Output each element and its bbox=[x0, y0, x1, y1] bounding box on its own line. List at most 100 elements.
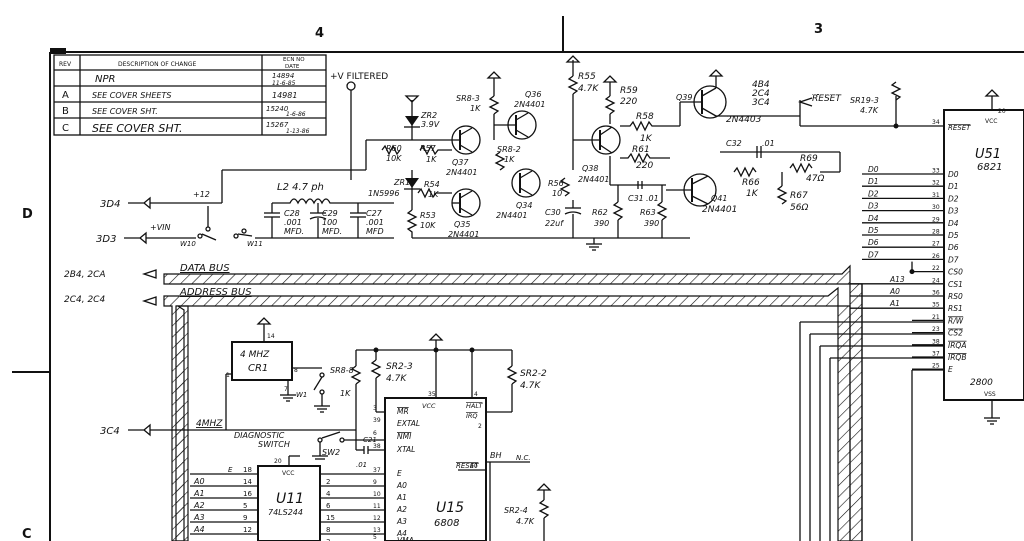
rev-row-rev: C bbox=[62, 123, 69, 134]
u51-pin-number: 21 bbox=[932, 314, 940, 321]
pullup-network: SR8-8 1K SR2-3 4.7K SR2-2 4.7K bbox=[330, 333, 547, 430]
u15-pin-label: A1 bbox=[396, 493, 407, 502]
zr1-label: ZR1 bbox=[393, 178, 410, 187]
u51-net-label: D0 bbox=[868, 165, 879, 174]
reset-arrow bbox=[797, 97, 813, 107]
u51-pin-label: D0 bbox=[948, 170, 959, 179]
r55-label: R55 bbox=[578, 72, 596, 82]
r55-value: 4.7K bbox=[578, 84, 599, 94]
c29-label: C29 bbox=[322, 209, 338, 218]
c21-value: .01 bbox=[356, 461, 367, 469]
rev-row-ecn: 14894 bbox=[272, 72, 294, 80]
resistor-sr8-8 bbox=[350, 365, 362, 385]
zone-frame: 4 3 D C bbox=[12, 16, 1024, 541]
u15-pin-number: 9 bbox=[373, 479, 377, 486]
clock-net-label: 4MHZ bbox=[196, 419, 223, 429]
u51-pin-label: D2 bbox=[948, 194, 959, 203]
connector-2b4-label: 2B4, 2CA bbox=[64, 270, 106, 280]
sr8-8-label: SR8-8 bbox=[330, 366, 354, 375]
transistor-q34 bbox=[511, 168, 541, 198]
u11-pin-number: 6 bbox=[326, 502, 331, 510]
u51-vcc-pin: 20 bbox=[998, 108, 1006, 115]
crystal-freq: 4 MHZ bbox=[240, 350, 270, 360]
q37-part: 2N4401 bbox=[446, 168, 477, 177]
rev-row-desc: SEE COVER SHEETS bbox=[92, 91, 171, 100]
q38-part: 2N4401 bbox=[578, 175, 609, 184]
u51-pin-number: 38 bbox=[932, 338, 940, 345]
resistor-r60 bbox=[381, 144, 401, 156]
q38-label: Q38 bbox=[582, 164, 598, 173]
u51-vcc: VCC bbox=[985, 118, 997, 125]
crystal-pin-top: 14 bbox=[267, 333, 275, 340]
r69-label: R69 bbox=[800, 154, 818, 164]
r59-label: R59 bbox=[620, 86, 638, 96]
crystal-pin-right: 8 bbox=[294, 367, 298, 374]
u15-pin-label: VMA bbox=[397, 536, 414, 541]
u11-pin-number: 9 bbox=[243, 514, 247, 522]
c31-value: .01 bbox=[646, 194, 659, 203]
resistor-sr8-3 bbox=[488, 95, 500, 115]
diag-switch-label-1: DIAGNOSTIC bbox=[234, 431, 285, 440]
resistor-r56 bbox=[559, 177, 571, 197]
reset-net-label: RESET bbox=[812, 94, 842, 104]
clock-circuit: 4 MHZ CR1 14 1 8 7 W1 3C4 4MHZ DIAGNOSTI… bbox=[100, 317, 385, 469]
sr2-4-value: 4.7K bbox=[516, 517, 535, 526]
u15-reset-net: RESET bbox=[456, 462, 479, 470]
u51-pin-label: R/W bbox=[948, 316, 964, 325]
u15-pin-number: 37 bbox=[373, 467, 381, 474]
c32-label: C32 bbox=[726, 139, 742, 148]
u51-pin-number: 25 bbox=[932, 363, 940, 370]
rev-row-rev: B bbox=[62, 106, 69, 117]
sr2-3-label: SR2-3 bbox=[386, 362, 413, 372]
u11-pin-number: 3 bbox=[326, 538, 330, 541]
u15-pin-number: 3 bbox=[373, 405, 377, 412]
resistor-r69 bbox=[789, 162, 813, 174]
u15-name: U15 bbox=[436, 500, 464, 516]
resistor-sr2-3 bbox=[370, 359, 382, 379]
u51-pin-number: 26 bbox=[932, 253, 940, 260]
q35-part: 2N4401 bbox=[448, 230, 479, 239]
u51-pin-label: D6 bbox=[948, 243, 959, 252]
r53-label: R53 bbox=[420, 211, 436, 220]
resistor-r59 bbox=[604, 95, 616, 115]
r54-value: 1K bbox=[428, 190, 439, 199]
u51-name: U51 bbox=[975, 147, 1001, 162]
u15-pin-label: EXTAL bbox=[397, 419, 420, 428]
u51-pin-number: 37 bbox=[932, 351, 940, 358]
u11-pin-number: 2 bbox=[326, 478, 330, 486]
connector-3d4 bbox=[128, 196, 151, 210]
resistor-r63 bbox=[656, 201, 668, 221]
r67-value: 56Ω bbox=[790, 203, 808, 213]
resistor-sr19-3 bbox=[890, 81, 902, 101]
u11-pin-number: 5 bbox=[243, 502, 247, 510]
u15-pin-number: 40 bbox=[470, 463, 478, 470]
u11-pins: 18E14A016A15A29A312A42461583 bbox=[190, 466, 385, 541]
resistor-r62 bbox=[612, 201, 624, 221]
u15-pin-label: HALT bbox=[466, 402, 484, 410]
address-bus bbox=[163, 286, 851, 541]
u51-pin-label: IRQA bbox=[948, 341, 966, 350]
r54-label: R54 bbox=[424, 180, 440, 189]
u51-reset-pin: 34 bbox=[932, 119, 940, 126]
u11-pin-number: 8 bbox=[326, 526, 330, 534]
rev-row-rev: A bbox=[62, 90, 69, 101]
resistor-sr2-4 bbox=[538, 499, 550, 519]
c21-label: C21 bbox=[363, 436, 377, 444]
u51-pin-number: 30 bbox=[932, 204, 940, 211]
zone-col-4: 4 bbox=[315, 26, 324, 41]
w11-label: W11 bbox=[247, 240, 263, 248]
u11-vcc: VCC bbox=[282, 470, 294, 477]
resistor-r61 bbox=[620, 152, 670, 164]
u51-pin-number: 33 bbox=[932, 168, 940, 175]
u51-net-label: D6 bbox=[868, 238, 879, 247]
connector-3c4 bbox=[128, 423, 151, 437]
date-header: DATE bbox=[285, 64, 300, 70]
c27-value: .001 bbox=[366, 218, 384, 227]
u51-pin-number: 32 bbox=[932, 180, 940, 187]
sw2-switch bbox=[317, 437, 323, 443]
c27-label: C27 bbox=[366, 209, 383, 218]
u51-reset-label: RESET bbox=[948, 124, 971, 132]
